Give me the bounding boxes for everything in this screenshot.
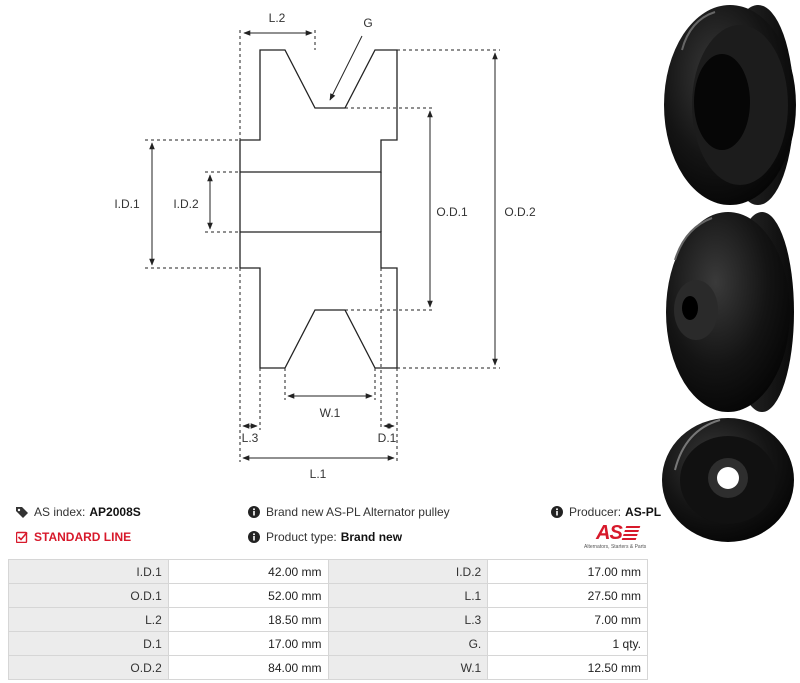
pulley-photo-side xyxy=(666,212,794,412)
tag-icon xyxy=(16,507,28,518)
technical-drawing: L.2 G I.D.1 I.D.2 O.D.1 O.D.2 W.1 L.3 D.… xyxy=(114,11,536,481)
info-icon xyxy=(551,506,563,518)
logo-text: AS xyxy=(596,522,623,544)
product-photos xyxy=(662,5,796,542)
table-row: O.D.2 84.00 mm W.1 12.50 mm xyxy=(8,655,648,680)
spec-label: I.D.2 xyxy=(327,559,489,584)
label-l3: L.3 xyxy=(242,431,259,445)
spec-label: D.1 xyxy=(8,631,169,656)
description-text: Brand new AS-PL Alternator pulley xyxy=(266,505,450,519)
label-id1: I.D.1 xyxy=(114,197,140,211)
as-index-value: AP2008S xyxy=(89,505,141,519)
producer-label: Producer: xyxy=(569,505,622,519)
label-w1: W.1 xyxy=(320,406,341,420)
label-id2: I.D.2 xyxy=(173,197,199,211)
as-index-label: AS index: xyxy=(34,505,86,519)
spec-label: L.1 xyxy=(327,583,489,608)
spec-table: I.D.1 42.00 mm I.D.2 17.00 mm O.D.1 52.0… xyxy=(8,559,648,680)
pulley-photo-front xyxy=(662,418,794,542)
dimension-labels: L.2 G I.D.1 I.D.2 O.D.1 O.D.2 W.1 L.3 D.… xyxy=(114,11,536,481)
as-index-info: AS index: AP2008S xyxy=(16,505,141,519)
spec-value: 17.00 mm xyxy=(167,631,329,656)
description-info: Brand new AS-PL Alternator pulley xyxy=(248,505,450,519)
spec-label: I.D.1 xyxy=(8,559,169,584)
label-d1: D.1 xyxy=(378,431,397,445)
label-l2: L.2 xyxy=(269,11,286,25)
spec-label: O.D.2 xyxy=(8,655,169,680)
product-type-label: Product type: xyxy=(266,530,337,544)
checkbox-icon xyxy=(16,531,28,543)
spec-value: 12.50 mm xyxy=(487,655,648,680)
info-icon xyxy=(248,531,260,543)
producer-value: AS-PL xyxy=(625,505,662,519)
spec-value: 27.50 mm xyxy=(487,583,648,608)
label-l1: L.1 xyxy=(310,467,327,481)
spec-label: L.3 xyxy=(327,607,489,632)
table-row: D.1 17.00 mm G. 1 qty. xyxy=(8,631,648,656)
spec-label: O.D.1 xyxy=(8,583,169,608)
logo-stripes xyxy=(621,526,641,540)
as-pl-logo: AS Alternators, Starters & Parts xyxy=(584,522,650,552)
pulley-outline xyxy=(239,49,398,369)
product-type-value: Brand new xyxy=(340,530,403,544)
logo-tagline: Alternators, Starters & Parts xyxy=(584,544,647,550)
spec-value: 17.00 mm xyxy=(487,559,648,584)
spec-value: 1 qty. xyxy=(487,631,648,656)
spec-value: 7.00 mm xyxy=(487,607,648,632)
label-od1: O.D.1 xyxy=(436,205,468,219)
spec-label: G. xyxy=(327,631,489,656)
spec-value: 52.00 mm xyxy=(167,583,329,608)
spec-label: W.1 xyxy=(327,655,489,680)
dimension-lines xyxy=(145,30,500,462)
table-row: L.2 18.50 mm L.3 7.00 mm xyxy=(8,607,648,632)
info-icon xyxy=(248,506,260,518)
product-type-info: Product type: Brand new xyxy=(248,530,402,544)
producer-info: Producer: AS-PL xyxy=(551,505,661,519)
spec-value: 18.50 mm xyxy=(167,607,329,632)
label-g: G xyxy=(363,16,372,30)
label-od2: O.D.2 xyxy=(504,205,536,219)
pulley-photo-angled xyxy=(664,5,796,205)
standard-line-badge: STANDARD LINE xyxy=(16,530,131,544)
spec-label: L.2 xyxy=(8,607,169,632)
table-row: O.D.1 52.00 mm L.1 27.50 mm xyxy=(8,583,648,608)
spec-value: 42.00 mm xyxy=(167,559,329,584)
standard-line-label: STANDARD LINE xyxy=(34,530,132,544)
table-row: I.D.1 42.00 mm I.D.2 17.00 mm xyxy=(8,559,648,584)
spec-value: 84.00 mm xyxy=(167,655,329,680)
